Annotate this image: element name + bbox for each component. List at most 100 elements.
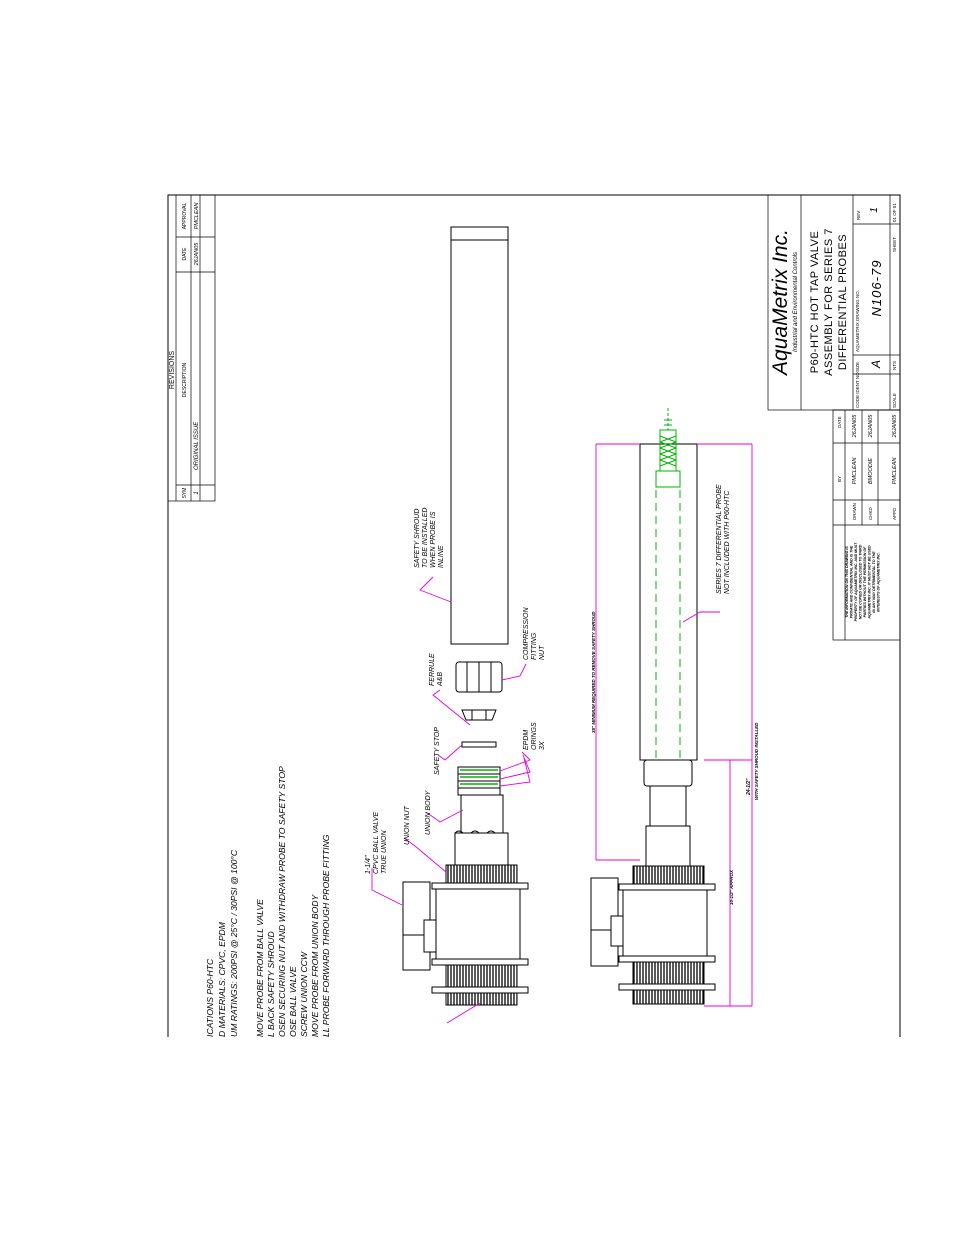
revisions-col-description: DESCRIPTION (182, 363, 188, 398)
dimension-installed-note: WITH SAFETY SHROUD INSTALLED (754, 722, 759, 800)
dimension-approx: 10-1/2" APPROX (729, 869, 734, 905)
procedure-step: MOVE PROBE FROM BALL VALVE (255, 899, 265, 1037)
callout-safety-shroud: SAFETY SHROUD TO BE INSTALLED WHEN PROBE… (414, 508, 445, 568)
code-ident-label: CODE IDENT NO (855, 372, 860, 408)
ferrule (461, 709, 497, 721)
callout-series7-probe: SERIES 7 DIFFERENTIAL PROBE NOT INCLUDED… (716, 484, 731, 594)
revisions-col-approval: APPROVAL (182, 202, 188, 229)
drawing-title-line-2: ASSEMBLY FOR SERIES 7 (823, 228, 835, 376)
notice-line: PARTIES WITHOUT THE PERMISSION OF (863, 546, 867, 618)
approvals-date-label: DATE (837, 416, 842, 428)
sheet-value: 01 OF 01 (892, 203, 897, 222)
callout-ball-valve: 1-1/4" CPVC BALL VALVE TRUE UNION (365, 812, 388, 874)
installed-safety-shroud (639, 443, 698, 761)
epdm-orings-label: ORINGS (531, 722, 538, 750)
rev-value: 1 (869, 207, 880, 213)
revisions-col-sym: SYM (182, 488, 188, 499)
drawing-title-line-1: P60-HTC HOT TAP VALVE (809, 231, 821, 374)
proprietary-notice: THE INFORMATION ON THIS DRAWING IS PRIVA… (845, 542, 881, 621)
notice-line: PROPERTY OF AQUAMETRIX INC. AND MUST (854, 542, 858, 621)
drawing-number: N106-79 (869, 260, 884, 317)
procedure-notes: MOVE PROBE FROM BALL VALVE L BACK SAFETY… (255, 766, 331, 1037)
series7-probe (655, 408, 681, 760)
compression-fitting-label: COMPRESSION (523, 607, 530, 660)
approval-role-chkd: CHKD (868, 506, 873, 520)
compression-fitting-label: NUT (539, 645, 546, 660)
sheet-label: SHEET (892, 237, 897, 252)
revisions-row-approval: PMCLEAN (194, 203, 200, 230)
union-body (460, 794, 504, 834)
size-value: A (869, 360, 883, 369)
scale-value: NTS (892, 361, 897, 370)
notice-line: NOT BE COPIED OR DISCLOSED TO THIRD (859, 544, 863, 619)
ball-valve-label: 1-1/4" (365, 855, 372, 874)
approval-role-drawn: DRAWN (852, 503, 857, 520)
revisions-table (167, 194, 216, 502)
epdm-orings-label: 3X (539, 741, 546, 750)
dimension-min-required: 35" MINIMUM REQUIRED TO REMOVE SAFETY SH… (591, 611, 596, 733)
notice-line: THE INFORMATION ON THIS DRAWING IS (845, 546, 849, 618)
notice-line: INTERESTS OF AQUAMETRIX INC. (877, 552, 881, 611)
approval-date-drawn: 26JAN05 (852, 414, 858, 439)
specification-notes: ICATIONS P60-HTC D MATERIALS: CPVC, EPDM… (205, 849, 239, 1037)
revisions-col-date: DATE (182, 247, 188, 261)
ball-valve-body (435, 888, 521, 960)
approvals-by-label: BY (837, 476, 842, 482)
dimension-lines (595, 443, 753, 1007)
installed-ball-valve-body (622, 889, 708, 957)
drawing-title-line-3: DIFFERENTIAL PROBES (837, 234, 849, 370)
series7-probe-label: NOT INCLUDED WITH P60-HTC (724, 490, 731, 594)
drawing-no-label: AQUAMETRIX DRAWING NO. (855, 290, 860, 352)
safety-shroud-label: INLINE (438, 545, 445, 568)
procedure-step: MOVE PROBE FROM UNION BODY (310, 893, 320, 1037)
series7-probe-label: SERIES 7 DIFFERENTIAL PROBE (716, 484, 723, 594)
union-nut-label: UNION NUT (404, 805, 411, 845)
union-nut (445, 864, 518, 884)
ball-valve-label: CPVC BALL VALVE (373, 812, 380, 874)
ferrule-label: A&B (437, 672, 444, 687)
safety-stop-label: SAFETY STOP (434, 727, 441, 775)
notice-line: IN ANY WAY DETRIMENTAL TO THE (872, 551, 876, 613)
epdm-orings (460, 769, 498, 785)
approval-role-appd: APPD (892, 507, 897, 520)
notice-line: PRIVATE AND CONFIDENTIAL AND IS THE (850, 545, 854, 618)
approval-date-chkd: 26JAN05 (868, 414, 874, 439)
rev-label: REV (856, 211, 861, 220)
installed-union-nut (632, 865, 705, 885)
company-name: AquaMetrix Inc. (769, 229, 792, 377)
approval-by-chkd: BMOODIE (868, 458, 874, 484)
approval-by-appd: PMCLEAN (892, 458, 898, 485)
union-body-label: UNION BODY (425, 789, 432, 835)
procedure-step: LL PROBE FORWARD THROUGH PROBE FITTING (321, 834, 331, 1037)
revisions-row-sym: 1 (194, 491, 200, 494)
size-label: SIZE (855, 362, 860, 372)
ferrule-label: FERRULE (429, 653, 436, 686)
spec-note: UM RATINGS: 200PSI @ 25°C / 30PSI @ 100°… (229, 849, 239, 1037)
safety-shroud (450, 226, 509, 645)
revisions-heading: REVISIONS (169, 351, 176, 389)
safety-stop-washer (461, 741, 497, 748)
callout-epdm-orings: EPDM ORINGS 3X (523, 722, 546, 750)
ball-valve-label: TRUE UNION (381, 830, 388, 875)
callout-compression-fitting: COMPRESSION FITTING NUT (523, 607, 546, 660)
leader-lines (371, 576, 531, 1024)
dimension-installed-value: 24-1/2" (746, 778, 752, 796)
title-block-frame (767, 194, 901, 641)
compression-fitting-label: FITTING (531, 632, 538, 660)
procedure-step: SCREW UNION CCW (299, 951, 309, 1037)
approval-by-drawn: PMCLEAN (852, 458, 858, 485)
revisions-row-date: 26JAN05 (194, 242, 200, 267)
installed-assembly-view (590, 443, 716, 1005)
callout-ferrule: FERRULE A&B (429, 653, 444, 687)
approval-date-appd: 26JAN05 (892, 414, 898, 439)
revisions-row-description: ORIGINAL ISSUE (194, 421, 200, 470)
safety-shroud-label: SAFETY SHROUD (414, 509, 421, 568)
spec-note: D MATERIALS: CPVC, EPDM (217, 921, 227, 1037)
procedure-step: OSEN SECURING NUT AND WITHDRAW PROBE TO … (277, 766, 287, 1037)
epdm-orings-label: EPDM (523, 730, 530, 750)
notice-line: AQUAMETRIX INC. IT MUST NOT BE USED (868, 545, 872, 620)
safety-shroud-label: WHEN PROBE IS (430, 511, 437, 568)
scale-label: SCALE (892, 393, 897, 408)
installed-probe-fitting (649, 785, 687, 827)
